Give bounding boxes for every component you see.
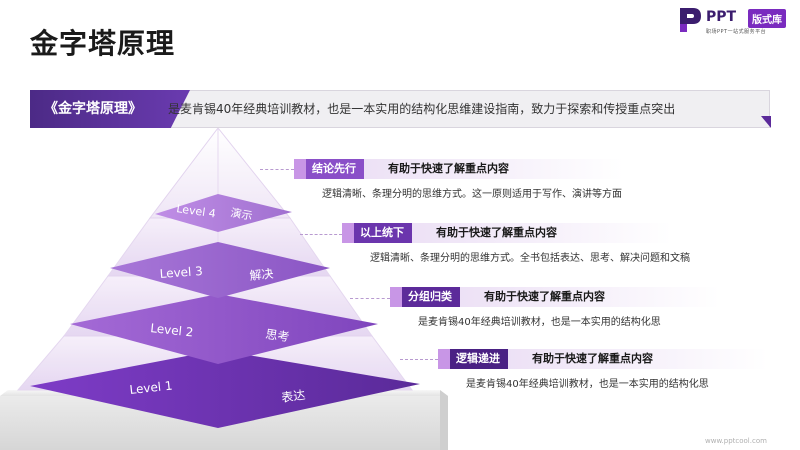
point-3-heading: 有助于快速了解重点内容 <box>484 290 605 303</box>
point-3-tag: 分组归类 <box>390 287 460 307</box>
level-slab-3 <box>110 242 330 298</box>
logo-badge: 版式库 <box>748 9 786 28</box>
point-1-tag: 结论先行 <box>294 159 364 179</box>
intro-banner: 《金字塔原理》 是麦肯锡40年经典培训教材，也是一本实用的结构化思维建设指南，致… <box>30 90 770 128</box>
logo-icon <box>680 8 701 32</box>
level-3-word: 解决 <box>249 267 274 283</box>
connector-4 <box>400 359 438 360</box>
page-title: 金字塔原理 <box>30 27 176 60</box>
point-2-desc: 逻辑清晰、条理分明的思维方式。全书包括表达、思考、解决问题和文稿 <box>370 253 690 264</box>
brand-logo[interactable]: PPT 版式库 职场PPT一站式服务平台 <box>677 6 793 38</box>
point-2-heading: 有助于快速了解重点内容 <box>436 226 557 239</box>
watermark: www.pptcool.com <box>705 437 767 445</box>
connector-1 <box>260 169 294 170</box>
point-2-bar <box>342 223 672 243</box>
point-4-desc: 是麦肯锡40年经典培训教材，也是一本实用的结构化思 <box>466 379 709 390</box>
logo-text: PPT <box>706 9 737 25</box>
point-4-heading: 有助于快速了解重点内容 <box>532 352 653 365</box>
level-1-label: Level 1 <box>129 379 173 397</box>
point-3-bar <box>390 287 720 307</box>
point-3-desc: 是麦肯锡40年经典培训教材，也是一本实用的结构化思 <box>418 317 661 328</box>
level-1-word: 表达 <box>280 388 306 405</box>
point-1-heading: 有助于快速了解重点内容 <box>388 162 509 175</box>
level-slab-1 <box>30 350 420 428</box>
banner-corner-decoration <box>761 116 771 128</box>
level-slab-2 <box>70 294 378 364</box>
point-4-tag: 逻辑递进 <box>438 349 508 369</box>
level-4-word: 演示 <box>229 205 253 223</box>
level-3-label: Level 3 <box>159 264 203 281</box>
point-1-bar <box>294 159 624 179</box>
level-2-word: 思考 <box>265 327 291 344</box>
pyramid-diagram: Level 1 表达 Level 2 思考 Level 3 解决 Level 4… <box>0 128 448 450</box>
banner-label: 《金字塔原理》 <box>30 90 190 128</box>
point-1-desc: 逻辑清晰、条理分明的思维方式。这一原则适用于写作、演讲等方面 <box>322 189 622 200</box>
point-2-tag: 以上统下 <box>342 223 412 243</box>
level-2-label: Level 2 <box>150 321 194 339</box>
level-4-label: Level 4 <box>176 202 217 220</box>
logo-subtitle: 职场PPT一站式服务平台 <box>706 29 767 35</box>
banner-text: 是麦肯锡40年经典培训教材，也是一本实用的结构化思维建设指南，致力于探索和传授重… <box>168 102 676 116</box>
pedestal-side <box>440 390 448 450</box>
connector-2 <box>300 234 342 235</box>
connector-3 <box>350 298 390 299</box>
level-slab-4 <box>155 194 292 232</box>
point-4-bar <box>438 349 768 369</box>
